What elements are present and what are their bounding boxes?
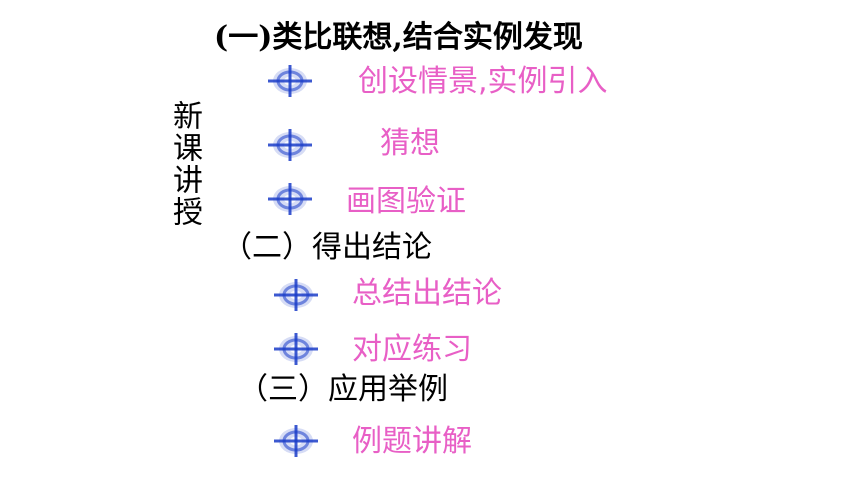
section-2-heading: （二）得出结论: [222, 230, 432, 265]
section-3-heading: （三）应用举例: [238, 372, 448, 407]
section-1-item-3: 画图验证: [346, 184, 466, 219]
crosshair-diamond-icon: [272, 332, 320, 366]
crosshair-diamond-icon: [266, 182, 314, 216]
section-1-heading: (一)类比联想,结合实例发现: [214, 20, 583, 55]
side-title: 新课讲授: [167, 100, 202, 228]
section-3-item-1: 例题讲解: [352, 424, 472, 459]
crosshair-diamond-icon: [266, 64, 314, 98]
crosshair-diamond-icon: [272, 424, 320, 458]
section-1-item-2: 猜想: [380, 126, 440, 161]
section-1-item-1: 创设情景,实例引入: [358, 64, 608, 99]
section-2-item-1: 总结出结论: [352, 276, 502, 311]
section-2-item-2: 对应练习: [352, 332, 472, 367]
crosshair-diamond-icon: [272, 278, 320, 312]
crosshair-diamond-icon: [266, 128, 314, 162]
